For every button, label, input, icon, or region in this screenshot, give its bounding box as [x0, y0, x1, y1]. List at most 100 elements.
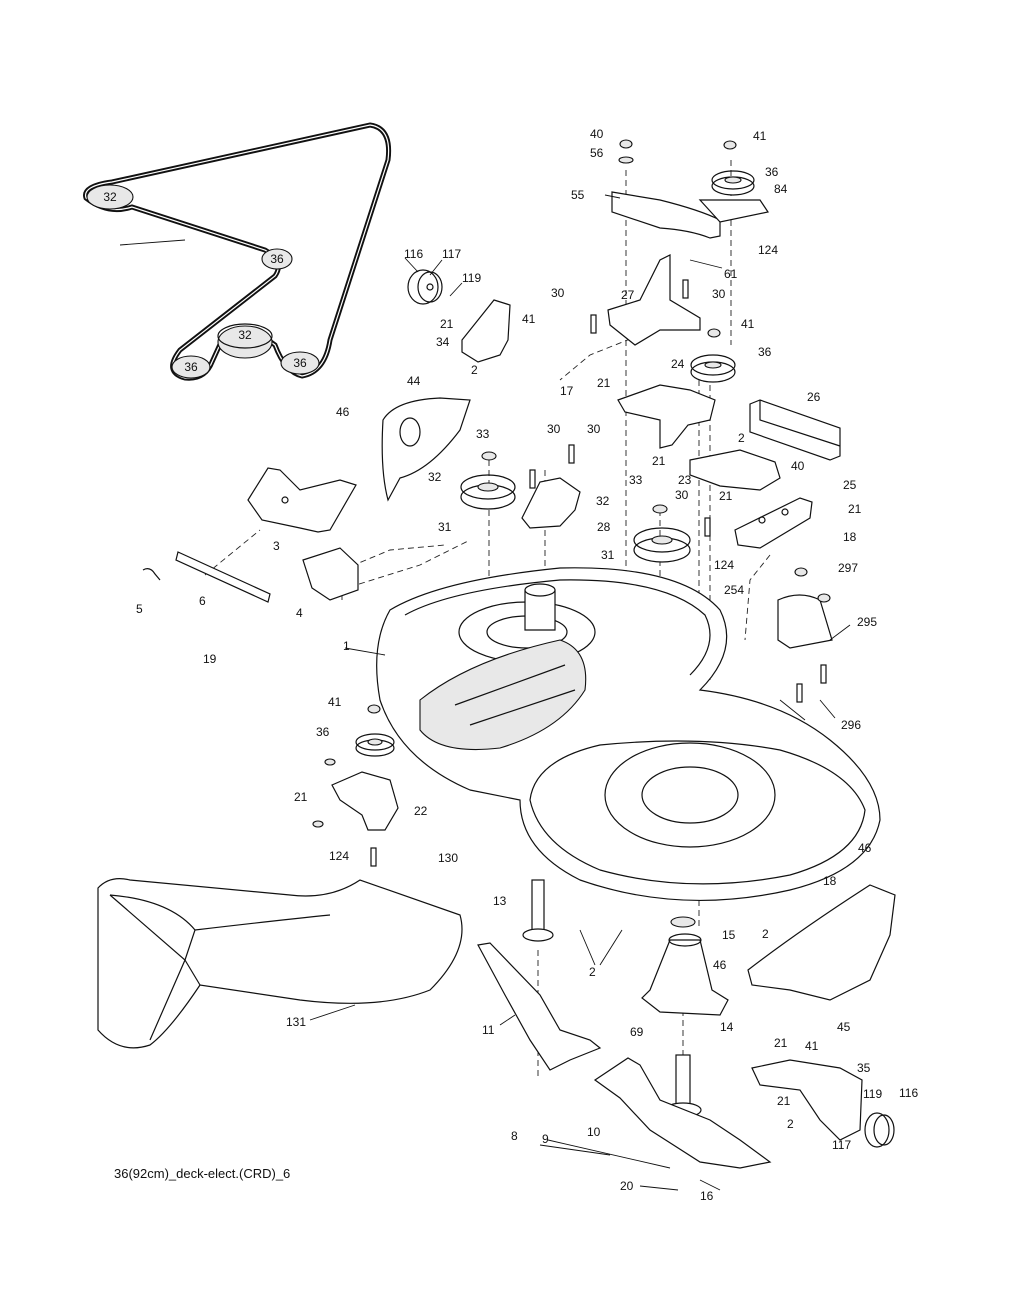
belt-pulley: 36 [171, 355, 211, 379]
callout-label: 41 [522, 312, 536, 326]
callout-label: 18 [823, 874, 837, 888]
callout-label: 26 [807, 390, 821, 404]
belt-pulley: 32 [217, 323, 273, 359]
callout-label: 130 [438, 851, 458, 865]
callout-label: 11 [482, 1023, 495, 1037]
callout-label: 124 [758, 243, 778, 257]
callout-label: 32 [428, 470, 442, 484]
callout-label: 119 [462, 271, 481, 285]
callout-label: 131 [286, 1015, 306, 1029]
svg-text:32: 32 [103, 190, 117, 204]
svg-text:36: 36 [184, 360, 198, 374]
callout-label: 17 [560, 384, 574, 398]
callout-label: 33 [629, 473, 643, 487]
callout-label: 45 [837, 1020, 851, 1034]
callout-label: 296 [841, 718, 861, 732]
callout-label: 2 [471, 363, 478, 377]
callout-label: 13 [493, 894, 507, 908]
callout-label: 44 [407, 374, 421, 388]
callout-label: 21 [719, 489, 733, 503]
callout-label: 10 [587, 1125, 601, 1139]
callout-label: 35 [857, 1061, 871, 1075]
pulley-32-right [633, 527, 691, 563]
callout-label: 4 [296, 606, 303, 620]
callout-label: 19 [203, 652, 217, 666]
callout-label: 41 [741, 317, 755, 331]
callout-label: 24 [671, 357, 685, 371]
callout-label: 5 [136, 602, 143, 616]
callout-label: 36 [765, 165, 779, 179]
bracket-24 [617, 384, 716, 449]
pulley-36-middle [690, 354, 736, 383]
callout-label: 36 [316, 725, 330, 739]
callout-label: 15 [722, 928, 736, 942]
callout-label: 116 [899, 1086, 918, 1100]
callout-label: 30 [551, 286, 565, 300]
callout-label: 14 [720, 1020, 734, 1034]
callout-label: 41 [753, 129, 767, 143]
callout-label: 32 [596, 494, 610, 508]
callout-label: 297 [838, 561, 858, 575]
callout-label: 21 [848, 502, 862, 516]
blade-11 [477, 942, 602, 1071]
callout-label: 21 [597, 376, 611, 390]
callout-label: 124 [329, 849, 349, 863]
callout-label: 28 [597, 520, 611, 534]
pulley-36-top [711, 170, 755, 196]
callout-label: 27 [621, 288, 635, 302]
callout-label: 6 [199, 594, 206, 608]
callout-label: 31 [438, 520, 452, 534]
bracket-28 [521, 477, 581, 529]
callout-label: 8 [511, 1129, 518, 1143]
part-callouts: 40 41 56 36 84 55 124 61 116 117 119 30 … [136, 127, 918, 1203]
callout-label: 36 [758, 345, 772, 359]
callout-label: 116 [404, 247, 423, 261]
belt-pulley: 36 [280, 351, 320, 375]
callout-label: 3 [273, 539, 280, 553]
callout-label: 21 [440, 317, 454, 331]
svg-text:32: 32 [238, 328, 252, 342]
callout-label: 21 [774, 1036, 788, 1050]
belt-pulley: 36 [261, 248, 293, 270]
callout-label: 295 [857, 615, 877, 629]
bearing-15 [670, 916, 696, 928]
bracket-23 [689, 449, 781, 491]
svg-text:36: 36 [270, 252, 284, 266]
callout-label: 34 [436, 335, 450, 349]
callout-label: 2 [738, 431, 745, 445]
idler-pulley-117 [407, 269, 443, 305]
callout-label: 117 [832, 1138, 851, 1152]
callout-label: 30 [587, 422, 601, 436]
mower-deck-housing [376, 567, 881, 901]
callout-label: 31 [601, 548, 615, 562]
callout-label: 40 [791, 459, 805, 473]
callout-label: 40 [590, 127, 604, 141]
callout-label: 30 [675, 488, 689, 502]
callout-label: 2 [787, 1117, 794, 1131]
callout-label: 56 [590, 146, 604, 160]
discharge-chute [97, 878, 463, 1049]
callout-label: 20 [620, 1179, 634, 1193]
bracket-26 [749, 399, 841, 461]
callout-label: 84 [774, 182, 788, 196]
idler-bracket-34 [461, 299, 511, 363]
callout-label: 41 [328, 695, 342, 709]
callout-label: 21 [777, 1094, 791, 1108]
diagram-caption: 36(92cm)_deck-elect.(CRD)_6 [114, 1166, 291, 1181]
callout-label: 69 [630, 1025, 644, 1039]
callout-label: 46 [858, 841, 872, 855]
idler-guard-44 [381, 397, 471, 502]
spindle-housing-14 [641, 933, 729, 1016]
callout-label: 46 [713, 958, 727, 972]
callout-label: 1 [343, 639, 350, 653]
idler-bracket-35 [751, 1059, 863, 1141]
callout-label: 33 [476, 427, 490, 441]
deflector-bracket-assembly [142, 467, 359, 603]
spindle-13 [522, 879, 554, 942]
bracket-25 [734, 497, 813, 549]
belt-routing-inset: 32 36 32 36 36 [83, 122, 392, 381]
callout-label: 25 [843, 478, 857, 492]
blade-16 [593, 1057, 772, 1169]
nut-33-right [652, 504, 668, 514]
bracket-27 [607, 254, 701, 346]
